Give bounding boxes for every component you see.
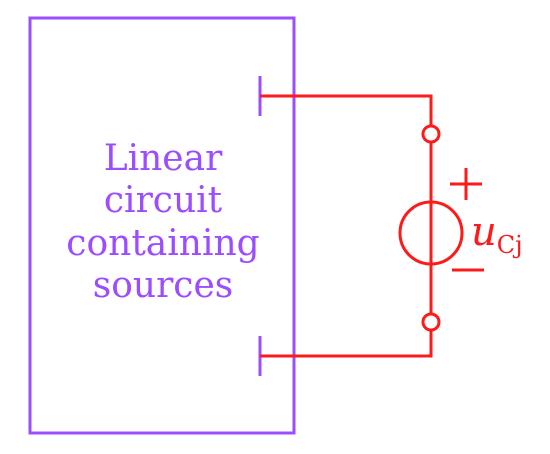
network-label: Linear circuit containing sources: [66, 138, 259, 306]
top-terminal-node: [421, 124, 441, 144]
source-subscript: Cj: [497, 231, 523, 259]
voltage-source-icon: [398, 200, 464, 266]
source-symbol: u: [471, 209, 497, 255]
network-label-line-4: sources: [93, 265, 233, 306]
network-label-line-1: Linear: [104, 138, 223, 179]
network-box: [28, 16, 296, 435]
top-wire: [260, 94, 433, 126]
bottom-wire: [260, 330, 433, 358]
network-label-line-3: containing: [66, 223, 259, 264]
source-label: uCj: [471, 209, 523, 259]
plus-sign-icon: [450, 168, 482, 200]
network-label-line-2: circuit: [104, 180, 223, 221]
bottom-terminal-node: [421, 312, 441, 332]
